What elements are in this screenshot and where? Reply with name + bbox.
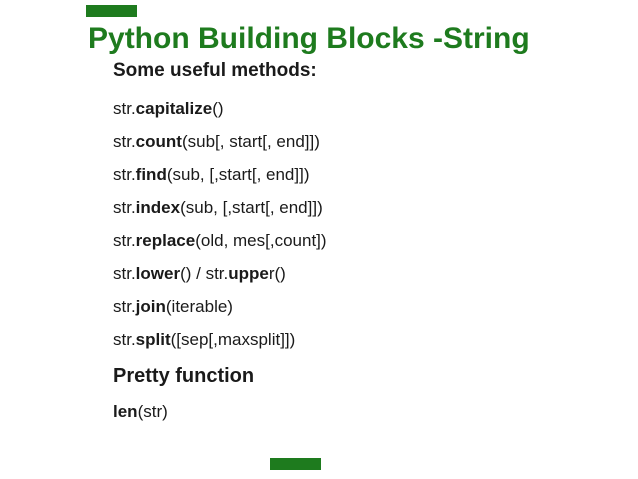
text-segment: str. [113, 231, 136, 250]
text-segment: (iterable) [165, 297, 233, 316]
text-segment: (str) [137, 402, 168, 421]
text-segment: len [113, 402, 138, 421]
method-line: str.capitalize() [113, 92, 327, 125]
bottom-accent-bar [270, 458, 321, 470]
text-segment: (sub[, start[, end]]) [181, 132, 320, 151]
text-segment: str. [113, 330, 136, 349]
slide-title: Python Building Blocks -String [88, 22, 530, 55]
text-segment: capitalize [135, 99, 213, 118]
top-accent-bar [86, 5, 137, 17]
method-line: str.count(sub[, start[, end]]) [113, 125, 327, 158]
subtitle-some-useful-methods: Some useful methods: [113, 60, 317, 81]
text-segment: split [135, 330, 171, 349]
text-segment: lower [135, 264, 181, 283]
text-segment: str. [113, 165, 136, 184]
text-segment: () [212, 99, 224, 118]
section-heading-pretty-function: Pretty function [113, 365, 255, 387]
method-line: str.find(sub, [,start[, end]]) [113, 158, 327, 191]
slide-content: Some useful methods: str.capitalize()str… [113, 56, 327, 430]
text-segment: str. [113, 297, 136, 316]
method-line: str.replace(old, mes[,count]) [113, 224, 327, 257]
text-segment: (sub, [,start[, end]]) [166, 165, 310, 184]
text-segment: count [135, 132, 182, 151]
function-line: len(str) [113, 394, 327, 430]
text-segment: str. [113, 132, 136, 151]
text-segment: () / str. [180, 264, 229, 283]
text-segment: ([sep[,maxsplit]]) [170, 330, 296, 349]
method-line: str.join(iterable) [113, 290, 327, 323]
methods-list: str.capitalize()str.count(sub[, start[, … [113, 92, 327, 356]
text-segment: r() [268, 264, 286, 283]
method-line: str.split([sep[,maxsplit]]) [113, 323, 327, 356]
text-segment: (old, mes[,count]) [195, 231, 327, 250]
text-segment: str. [113, 198, 136, 217]
text-segment: replace [135, 231, 196, 250]
text-segment: str. [113, 99, 136, 118]
text-segment: index [135, 198, 181, 217]
text-segment: join [135, 297, 166, 316]
text-segment: (sub, [,start[, end]]) [180, 198, 323, 217]
text-segment: find [135, 165, 167, 184]
text-segment: str. [113, 264, 136, 283]
text-segment: uppe [228, 264, 269, 283]
functions-list: len(str) [113, 394, 327, 430]
method-line: str.lower() / str.upper() [113, 257, 327, 290]
method-line: str.index(sub, [,start[, end]]) [113, 191, 327, 224]
